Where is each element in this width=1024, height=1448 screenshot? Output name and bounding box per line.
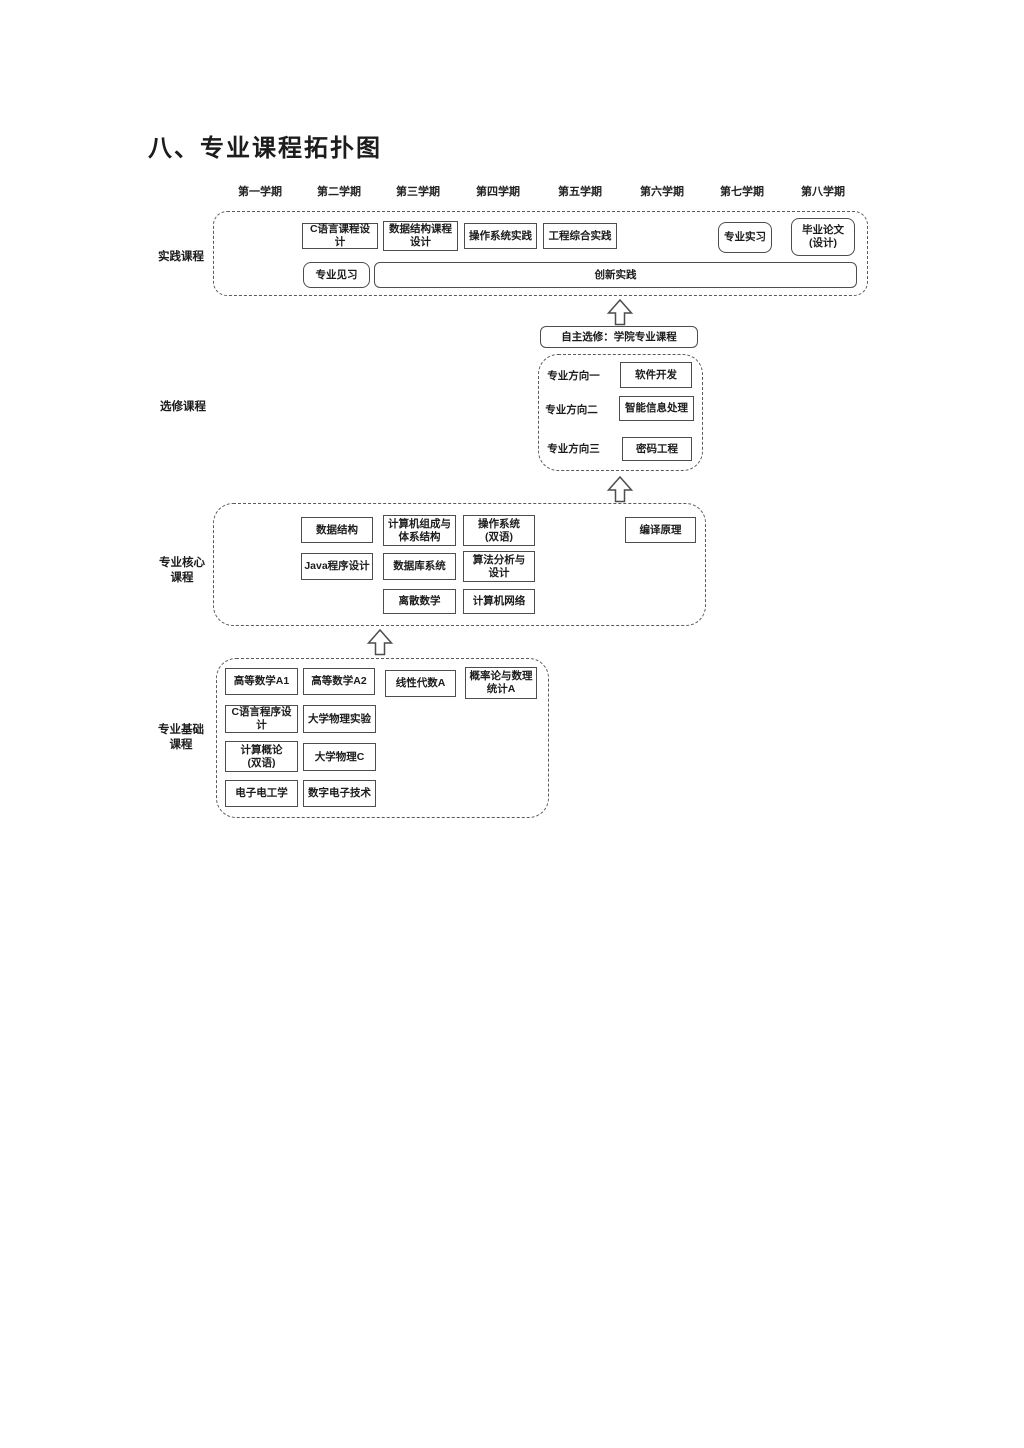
- semester-header-2: 第二学期: [317, 186, 361, 198]
- semester-header-3: 第三学期: [396, 186, 440, 198]
- direction-label-3: 专业方向三: [547, 443, 600, 455]
- direction-label-1: 专业方向一: [547, 370, 600, 382]
- course-box-advanced-math-a1: 高等数学A1: [225, 668, 298, 695]
- self-select-course-box: 自主选修：学院专业课程: [540, 326, 698, 348]
- up-arrow-icon: [606, 476, 634, 503]
- course-box-computer-organization: 计算机组成与 体系结构: [383, 515, 456, 546]
- course-box-electronics-engineering: 电子电工学: [225, 780, 298, 807]
- course-box-graduation-thesis: 毕业论文 (设计): [791, 218, 855, 256]
- course-box-linear-algebra: 线性代数A: [385, 670, 456, 697]
- core-section-container: [213, 503, 706, 626]
- course-box-professional-observation: 专业见习: [303, 262, 370, 288]
- course-box-compiler-principles: 编译原理: [625, 517, 696, 543]
- course-box-data-structure-course-design: 数据结构课程 设计: [383, 221, 458, 251]
- course-box-c-programming: C语言程序设计: [225, 705, 298, 733]
- course-box-cryptography-engineering: 密码工程: [622, 437, 692, 461]
- course-box-physics-c: 大学物理C: [303, 743, 376, 771]
- section-label-elective: 选修课程: [160, 401, 206, 413]
- semester-header-5: 第五学期: [558, 186, 602, 198]
- page-title: 八、专业课程拓扑图: [148, 135, 382, 162]
- semester-header-6: 第六学期: [640, 186, 684, 198]
- practice-section-container: [213, 211, 868, 296]
- course-box-discrete-math: 离散数学: [383, 589, 456, 614]
- course-box-physics-lab: 大学物理实验: [303, 705, 376, 733]
- semester-header-7: 第七学期: [720, 186, 764, 198]
- course-box-engineering-practice: 工程综合实践: [543, 223, 617, 249]
- semester-header-8: 第八学期: [801, 186, 845, 198]
- course-box-operating-system: 操作系统 (双语): [463, 515, 535, 546]
- course-box-software-development: 软件开发: [620, 362, 692, 388]
- semester-header-4: 第四学期: [476, 186, 520, 198]
- course-box-probability-statistics: 概率论与数理 统计A: [465, 667, 537, 699]
- up-arrow-icon: [366, 629, 394, 656]
- section-label-foundation: 专业基础 课程: [158, 724, 204, 751]
- course-box-digital-electronics: 数字电子技术: [303, 780, 376, 807]
- course-box-data-structure: 数据结构: [301, 517, 373, 543]
- course-box-os-practice: 操作系统实践: [464, 223, 537, 249]
- section-label-core: 专业核心 课程: [159, 557, 205, 584]
- semester-header-1: 第一学期: [238, 186, 282, 198]
- course-box-c-language-course-design: C语言课程设计: [302, 223, 378, 249]
- foundation-section-container: [216, 658, 549, 818]
- course-box-computer-network: 计算机网络: [463, 589, 535, 614]
- up-arrow-icon: [606, 299, 634, 326]
- direction-label-2: 专业方向二: [545, 404, 598, 416]
- course-box-internship: 专业实习: [718, 222, 772, 253]
- section-label-practice: 实践课程: [158, 251, 204, 263]
- course-box-algorithm-analysis: 算法分析与 设计: [463, 551, 535, 582]
- elective-section-container: [538, 354, 703, 471]
- course-box-java-programming: Java程序设计: [301, 553, 373, 580]
- course-box-advanced-math-a2: 高等数学A2: [303, 668, 375, 695]
- course-box-innovation-practice: 创新实践: [374, 262, 857, 288]
- course-box-database-system: 数据库系统: [383, 553, 456, 580]
- course-box-intelligent-info-processing: 智能信息处理: [619, 396, 694, 421]
- course-box-computing-introduction: 计算概论 (双语): [225, 741, 298, 772]
